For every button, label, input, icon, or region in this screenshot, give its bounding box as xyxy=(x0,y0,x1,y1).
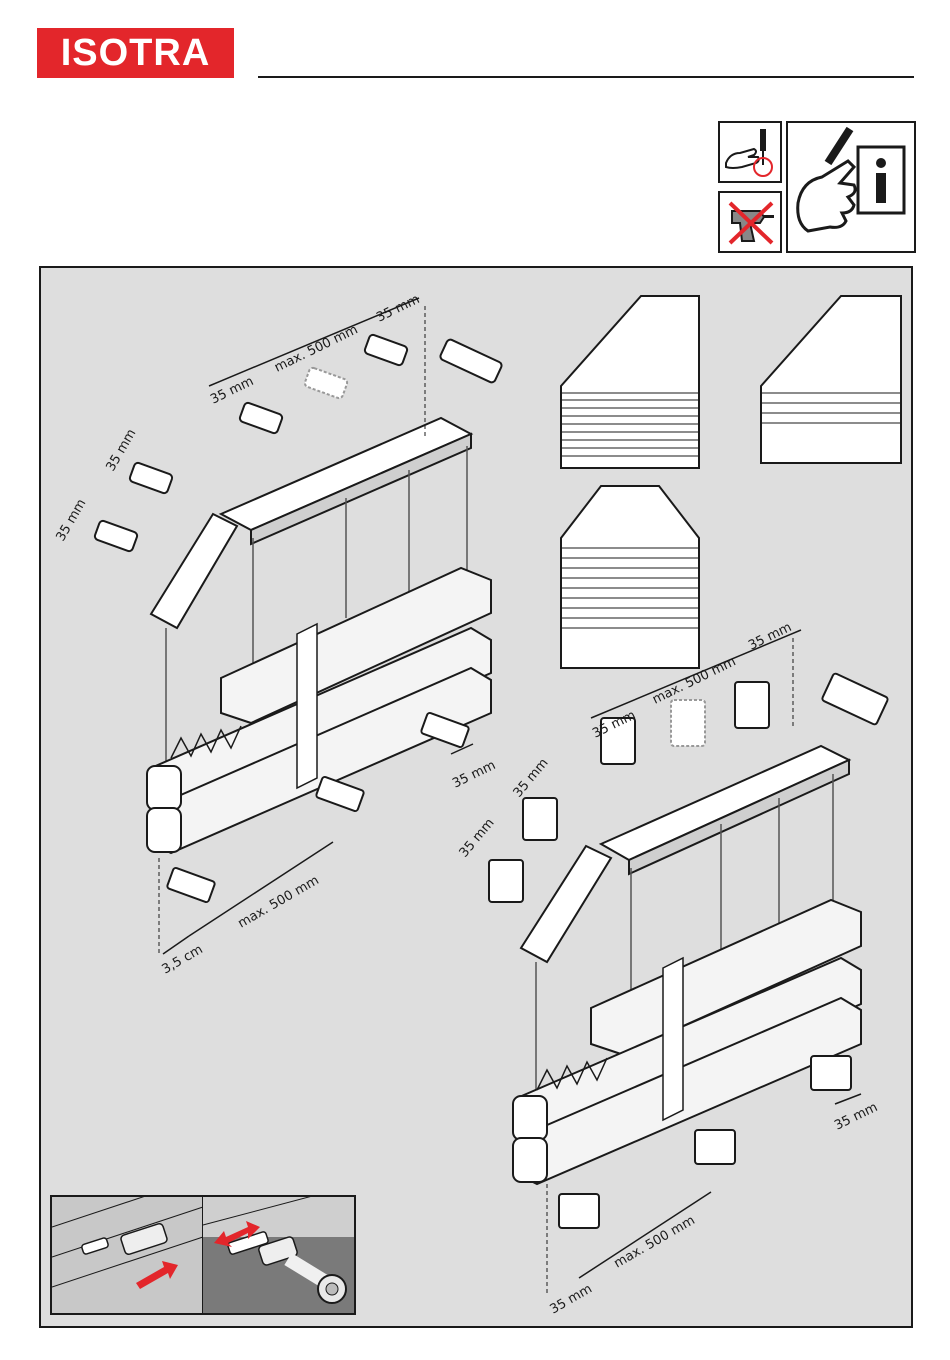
dim-35mm-r-top-2: 35 mm xyxy=(746,620,794,654)
isotra-logo: ISOTRA xyxy=(37,28,234,78)
hand-screwdriver-icon xyxy=(718,121,782,183)
installation-diagram-panel: 35 mm max. 500 mm 35 mm 35 mm 35 mm 35 m… xyxy=(39,266,913,1328)
shape-view-3 xyxy=(561,486,699,668)
dim-max500-bottom: max. 500 mm xyxy=(236,873,322,931)
shape-view-1 xyxy=(561,296,699,468)
dim-35mm-r-left-1: 35 mm xyxy=(511,756,552,801)
header-rule xyxy=(258,76,914,78)
no-power-drill-icon xyxy=(718,191,782,253)
dim-max500-top: max. 500 mm xyxy=(272,322,360,375)
dim-35mm-right-low: 35 mm xyxy=(450,758,498,792)
dim-3-5cm: 3,5 cm xyxy=(160,942,206,977)
dim-35mm-r-bottom: 35 mm xyxy=(548,1281,595,1317)
manual-info-icon xyxy=(786,121,916,253)
inset-detail-images xyxy=(50,1195,356,1315)
dim-35mm-r-left-2: 35 mm xyxy=(457,816,498,861)
dim-35mm-r-right: 35 mm xyxy=(832,1100,880,1134)
dim-max500-r-bottom: max. 500 mm xyxy=(612,1213,698,1271)
installation-diagram: 35 mm max. 500 mm 35 mm 35 mm 35 mm 35 m… xyxy=(41,268,913,1328)
dim-35mm-top-2: 35 mm xyxy=(374,292,422,326)
shape-view-2 xyxy=(761,296,901,463)
logo-text: ISOTRA xyxy=(61,32,211,75)
dim-35mm-left-2: 35 mm xyxy=(53,497,89,544)
